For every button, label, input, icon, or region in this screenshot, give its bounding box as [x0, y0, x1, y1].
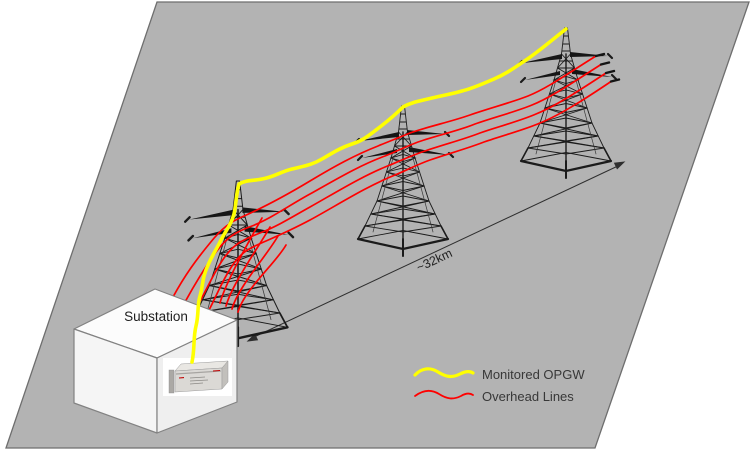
- substation-label: Substation: [124, 309, 188, 324]
- deadend-insulator-ticks: [594, 52, 621, 83]
- device-front-detail: [189, 376, 209, 385]
- distance-arrow: [246, 161, 626, 342]
- distance-arrowhead-right: [613, 161, 626, 170]
- overhead-drop-4: [237, 244, 287, 313]
- legend: Monitored OPGW Overhead Lines: [413, 367, 585, 404]
- overhead-line-3: [196, 72, 607, 308]
- distance-arrowhead-left: [246, 333, 259, 342]
- legend-monitored-opgw-swatch: [413, 367, 475, 379]
- legend-overhead-lines-swatch: [414, 389, 474, 400]
- device-rack-ear: [168, 369, 175, 394]
- overhead-drop-2: [225, 226, 271, 307]
- overhead-line-2: [184, 63, 602, 303]
- substation-building: [73, 288, 238, 434]
- device-side-face: [221, 360, 229, 390]
- legend-monitored-opgw-label: Monitored OPGW: [482, 367, 585, 382]
- distance-arrow-line: [251, 164, 621, 339]
- device-red-labels: [178, 369, 221, 379]
- overhead-drop-1: [219, 217, 263, 304]
- overhead-lines: [172, 55, 612, 313]
- opgw-fiber-line: [190, 27, 568, 364]
- monitoring-device: [163, 358, 232, 396]
- legend-overhead-lines-label: Overhead Lines: [482, 389, 574, 404]
- overhead-drop-3: [231, 235, 279, 310]
- overhead-line-1: [172, 55, 597, 298]
